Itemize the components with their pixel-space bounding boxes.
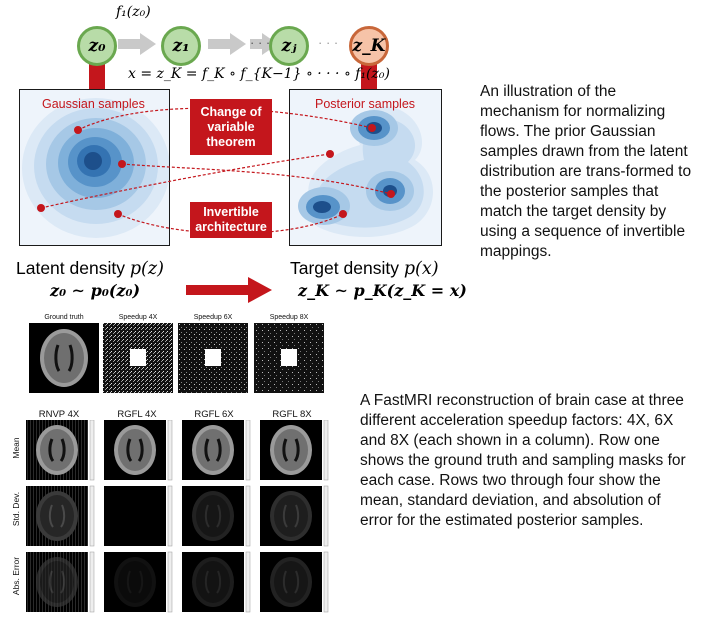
target-panel	[289, 89, 442, 246]
col-title-rgfl-8x: RGFL 8X	[272, 409, 312, 420]
dots-right: · · ·	[318, 35, 339, 50]
mean-rgfl-8x	[260, 420, 322, 480]
node-z1: z₁	[161, 26, 201, 66]
posterior-sample-1	[368, 124, 376, 132]
flow-big-arrow	[186, 277, 272, 303]
posterior-sample-2	[387, 190, 395, 198]
col-title-rgfl-6x: RGFL 6X	[194, 409, 234, 420]
err-rgfl-4x	[104, 552, 166, 612]
gaussian-density	[22, 98, 169, 238]
col-title-rgfl-4x: RGFL 4X	[117, 409, 157, 420]
connector-3	[40, 153, 331, 209]
arrow-z0-z1	[118, 33, 156, 55]
mean-rnvp-4x	[26, 420, 88, 480]
colorbar	[89, 420, 95, 481]
title-speedup-4x: Speedup 4X	[118, 314, 158, 321]
posterior-sample-3	[326, 150, 334, 158]
gaussian-sample-4	[114, 210, 122, 218]
row-label-std-dev: Std. Dev.	[11, 491, 21, 527]
node-zK: z_K	[349, 26, 389, 66]
latent-density-title: Latent density p(z)	[16, 258, 164, 279]
latent-panel	[19, 89, 170, 246]
std-rgfl-4x	[104, 486, 166, 546]
err-rgfl-8x	[260, 552, 322, 612]
gaussian-sample-3	[37, 204, 45, 212]
title-speedup-6x: Speedup 6X	[193, 314, 233, 321]
mean-rgfl-6x	[182, 420, 244, 480]
connector-4	[117, 213, 344, 235]
change-of-variable-box: Change of variable theorem	[190, 99, 272, 155]
target-density-title: Target density p(x)	[290, 258, 439, 279]
err-rnvp-4x	[26, 552, 88, 612]
col-title-rnvp-4x: RNVP 4X	[38, 409, 80, 420]
stem-z0	[89, 62, 105, 90]
caption-normalizing-flows: An illustration of the mechanism for nor…	[480, 83, 692, 260]
mask-6x-image	[178, 323, 248, 393]
mask-4x-image	[103, 323, 173, 393]
mask-8x-image	[254, 323, 324, 393]
gaussian-sample-2	[118, 160, 126, 168]
arrow-z1-dots	[208, 33, 246, 55]
std-rgfl-8x	[260, 486, 322, 546]
invertible-architecture-box: Invertible architecture	[190, 202, 272, 238]
mri-result-images	[26, 420, 329, 613]
dots-left: · · ·	[250, 35, 271, 50]
posterior-samples-label: Posterior samples	[315, 97, 416, 111]
err-rgfl-6x	[182, 552, 244, 612]
title-speedup-8x: Speedup 8X	[269, 314, 309, 321]
row-label-abs-error: Abs. Error	[11, 556, 21, 596]
node-zj: zⱼ	[269, 26, 309, 66]
mean-rgfl-4x	[104, 420, 166, 480]
posterior-sample-4	[339, 210, 347, 218]
std-rgfl-6x	[182, 486, 244, 546]
stem-zK	[361, 62, 377, 90]
row-label-mean: Mean	[11, 437, 21, 459]
gaussian-samples-label: Gaussian samples	[42, 97, 145, 111]
target-sampling: z_K ∼ p_K(z_K = x)	[298, 281, 467, 300]
gaussian-sample-1	[74, 126, 82, 134]
map-label: f₁(z₀)	[116, 4, 151, 20]
std-rnvp-4x	[26, 486, 88, 546]
title-ground-truth: Ground truth	[44, 314, 84, 321]
caption-fastmri: A FastMRI reconstruction of brain case a…	[360, 392, 686, 529]
flow-arrows	[89, 33, 377, 90]
ground-truth-image	[29, 323, 99, 393]
composition-formula: x = z_K = f_K ∘ f_{K−1} ∘ · · · ∘ f₁(z₀)	[128, 66, 390, 82]
connector-2	[121, 163, 392, 195]
latent-sampling: z₀ ∼ p₀(z₀)	[50, 281, 141, 300]
node-z0: z₀	[77, 26, 117, 66]
sample-connectors	[37, 107, 395, 235]
